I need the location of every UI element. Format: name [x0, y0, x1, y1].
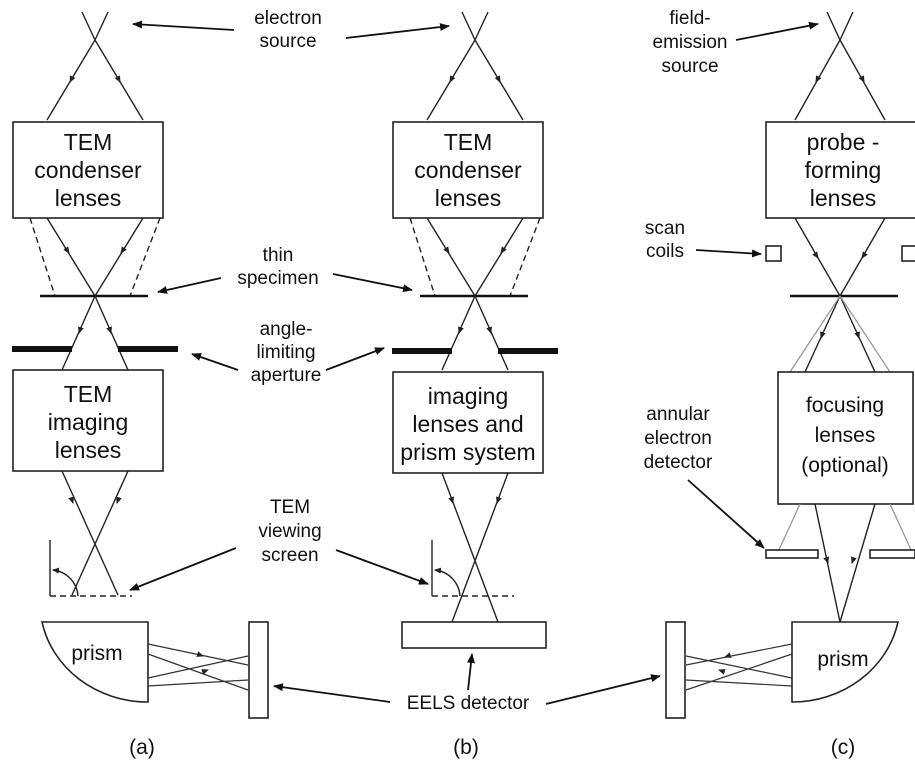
tem-condenser-line1-b: TEM [444, 129, 493, 155]
focusing-line2-c: lenses [815, 424, 876, 447]
eels-detector-label: EELS detector [407, 693, 530, 714]
annular-label-line1: annular [646, 404, 710, 425]
panel-b: TEM condenser lenses imaging lenses and … [392, 11, 558, 649]
tem-imaging-line2-a: imaging [48, 409, 129, 435]
tem-condenser-box-a [12, 121, 164, 219]
field-emission-label-line3: source [661, 56, 718, 77]
viewing-screen-label-line2: viewing [258, 521, 321, 542]
aperture-label-line1: angle- [260, 319, 313, 340]
scan-coil-left-c [765, 245, 782, 262]
panel-a: TEM condenser lenses TEM imaging lenses [12, 11, 269, 719]
annular-label-line2: electron [644, 428, 712, 449]
aperture-label-line3: aperture [251, 365, 322, 386]
field-emission-label-line1: field- [669, 8, 710, 29]
electron-source-label-line1: electron [254, 8, 322, 29]
eels-detector-a [248, 621, 269, 719]
tem-condenser-line2-b: condenser [414, 157, 522, 183]
panel-c: probe - forming lenses focusing lenses (… [665, 11, 915, 719]
focusing-line1-c: focusing [806, 394, 884, 417]
prism-a [41, 621, 149, 703]
annular-label-line3: detector [644, 452, 713, 473]
thin-specimen-label-line1: thin [263, 245, 294, 266]
electron-source-tip-b [461, 11, 489, 42]
tem-imaging-line3-a: lenses [55, 437, 121, 463]
electron-source-tip-a [81, 11, 109, 42]
tem-imaging-box-a [12, 369, 164, 472]
probe-forming-box-c [765, 121, 915, 219]
tem-condenser-line3-a: lenses [55, 185, 121, 211]
caption-a: (a) [129, 736, 155, 759]
eels-detector-b [401, 621, 547, 649]
prism-c [791, 621, 899, 703]
annular-detector-right-c [869, 549, 915, 559]
thin-specimen-label-line2: specimen [237, 268, 318, 289]
caption-c: (c) [831, 736, 856, 759]
viewing-screen-label-line1: TEM [270, 497, 310, 518]
probe-forming-line3-c: lenses [810, 185, 876, 211]
electron-source-label-line2: source [259, 31, 316, 52]
caption-b: (b) [453, 736, 479, 759]
prism-label-c: prism [817, 648, 868, 671]
probe-forming-line2-c: forming [805, 157, 882, 183]
field-emission-source-tip-c [826, 11, 854, 42]
eels-detector-c [665, 621, 686, 719]
aperture-label-line2: limiting [256, 342, 315, 363]
viewing-screen-label-line3: screen [261, 545, 318, 566]
probe-forming-line1-c: probe - [807, 129, 880, 155]
prism-label-a: prism [71, 642, 122, 665]
imaging-prism-line2-b: lenses and [412, 411, 523, 437]
imaging-prism-line3-b: prism system [400, 439, 535, 465]
scan-coils-label-line2: coils [646, 241, 684, 262]
labels: electron source field- emission source t… [129, 8, 855, 759]
tem-condenser-line2-a: condenser [34, 157, 142, 183]
focusing-box-c [777, 371, 914, 505]
tem-imaging-line1-a: TEM [64, 381, 113, 407]
tem-condenser-line1-a: TEM [64, 129, 113, 155]
tem-condenser-box-b [392, 121, 544, 219]
scan-coils-label-line1: scan [645, 218, 685, 239]
tem-condenser-line3-b: lenses [435, 185, 501, 211]
annular-detector-left-c [765, 549, 819, 559]
focusing-line3-c: (optional) [801, 454, 889, 477]
scan-coil-right-c [901, 245, 915, 262]
imaging-prism-line1-b: imaging [428, 383, 509, 409]
imaging-prism-box-b [392, 371, 544, 474]
field-emission-label-line2: emission [653, 32, 728, 53]
